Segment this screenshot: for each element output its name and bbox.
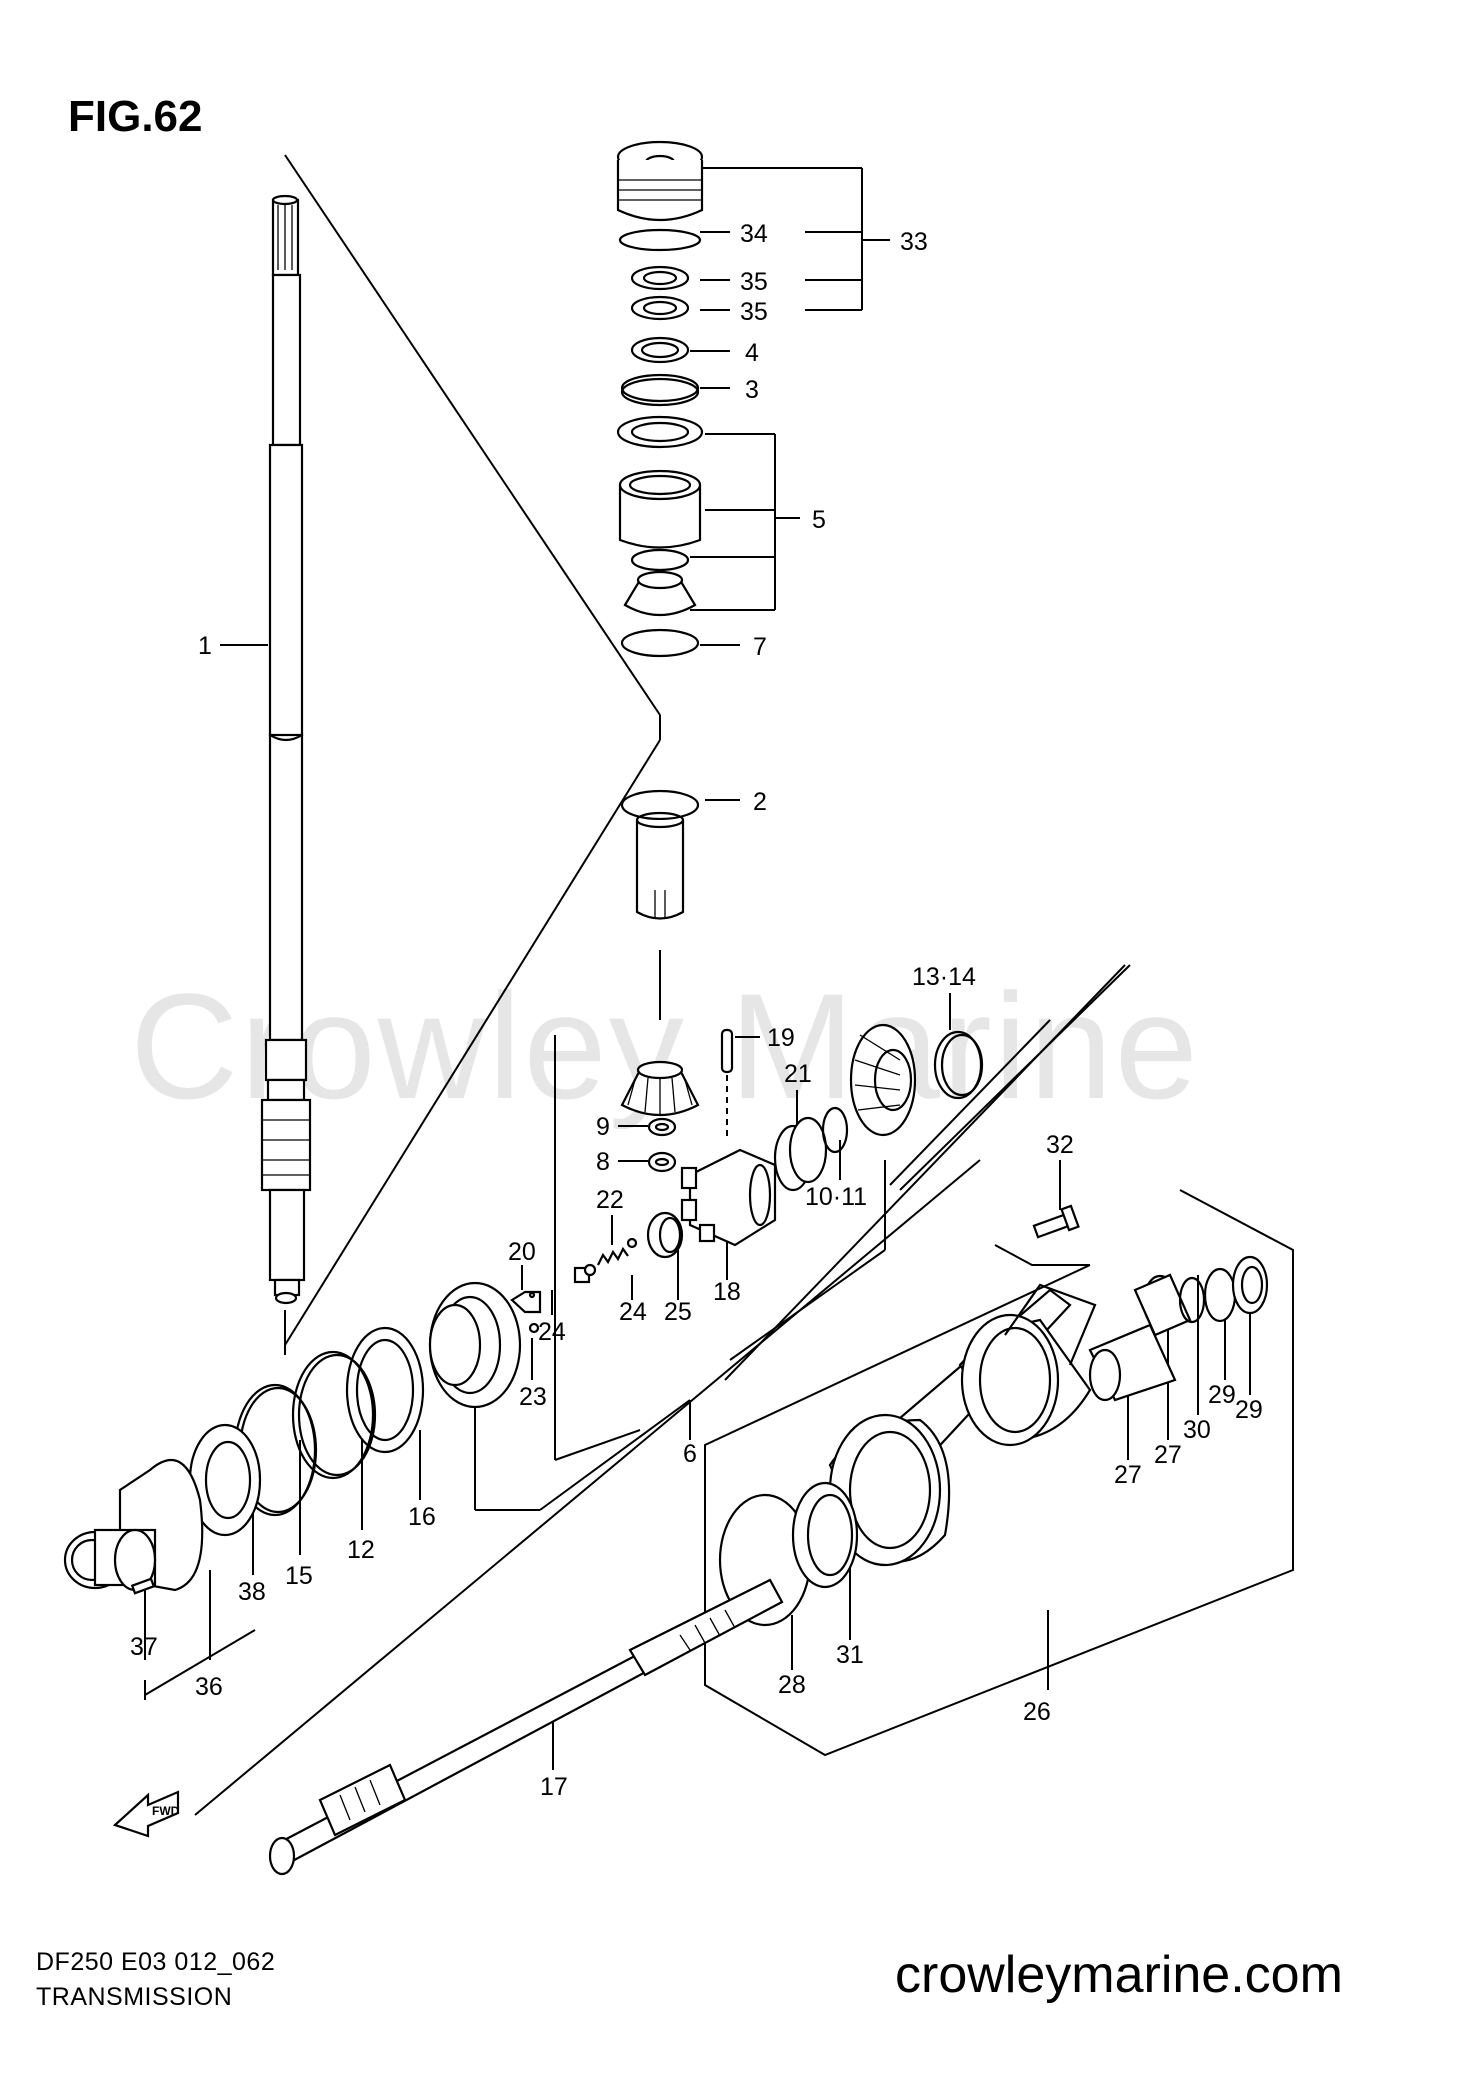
callout-28: 28 <box>778 1671 806 1699</box>
callout-18: 18 <box>713 1278 741 1306</box>
callout-35a: 35 <box>740 268 768 296</box>
reverse-gear <box>428 1281 522 1409</box>
needle-bearing-part-27 <box>1088 1273 1192 1402</box>
callout-labels: 1 2 3 4 5 6 7 8 9 10·11 12 13·14 15 16 1… <box>130 220 1263 1801</box>
callout-26: 26 <box>1023 1698 1051 1726</box>
callout-36: 36 <box>195 1673 223 1701</box>
callout-5: 5 <box>812 506 826 534</box>
seal-parts-29-30 <box>1178 1255 1269 1324</box>
callout-30: 30 <box>1183 1416 1211 1444</box>
callout-24b: 24 <box>619 1298 647 1326</box>
callout-9: 9 <box>596 1113 610 1141</box>
callout-27a: 27 <box>1114 1461 1142 1489</box>
callout-6: 6 <box>683 1440 697 1468</box>
model-code: DF250 E03 012_062 <box>36 1948 276 1976</box>
bearing-part-31 <box>791 1481 859 1589</box>
callout-4: 4 <box>745 339 759 367</box>
callout-13-14: 13·14 <box>912 963 976 991</box>
callout-2: 2 <box>753 788 767 816</box>
bearing-parts-35 <box>630 265 690 321</box>
callout-32: 32 <box>1046 1131 1074 1159</box>
bushing-part-25 <box>646 1211 684 1259</box>
bearing-race-part-4 <box>630 336 690 364</box>
forward-gear <box>849 1023 917 1137</box>
callout-25: 25 <box>664 1298 692 1326</box>
thrust-bearing-part-16 <box>345 1326 425 1454</box>
shim-part-10-11 <box>821 1106 849 1154</box>
callout-15: 15 <box>285 1562 313 1590</box>
callout-29b: 29 <box>1235 1396 1263 1424</box>
leader-lines <box>144 154 1294 1816</box>
callout-3: 3 <box>745 376 759 404</box>
fwd-direction-arrow: FWD <box>112 1790 180 1838</box>
pins-parts-20-24 <box>510 1263 597 1334</box>
circlip-part-7 <box>620 628 700 658</box>
callout-23: 23 <box>519 1383 547 1411</box>
pinion-gear <box>620 1060 700 1117</box>
shim-part-13-14 <box>933 1030 984 1100</box>
callout-34: 34 <box>740 220 768 248</box>
gear-case-part-26 <box>828 1283 1097 1567</box>
nut-part-8 <box>647 1151 677 1173</box>
propeller-shaft-part-17 <box>268 1578 784 1876</box>
bolt-part-32 <box>1032 1204 1080 1239</box>
thrust-part-21 <box>773 1116 828 1192</box>
taper-bearing-set-part-5 <box>616 415 704 616</box>
callout-31: 31 <box>836 1641 864 1669</box>
reverse-housing-part-36 <box>63 1459 204 1595</box>
bearing-housing-part-33 <box>616 140 704 252</box>
callout-21: 21 <box>784 1060 812 1088</box>
callout-19: 19 <box>767 1024 795 1052</box>
callout-20: 20 <box>508 1238 536 1266</box>
callout-24a: 24 <box>538 1318 566 1346</box>
callout-8: 8 <box>596 1148 610 1176</box>
sleeve-part-2 <box>620 789 700 920</box>
callout-7: 7 <box>753 633 767 661</box>
section-title: TRANSMISSION <box>36 1983 233 2011</box>
callout-38: 38 <box>238 1578 266 1606</box>
website-link[interactable]: crowleymarine.com <box>895 1946 1343 2004</box>
clutch-dog-part-18 <box>680 1148 777 1247</box>
callout-10-11: 10·11 <box>805 1183 867 1211</box>
callout-17: 17 <box>540 1773 568 1801</box>
callout-22: 22 <box>596 1186 624 1214</box>
callout-27b: 27 <box>1154 1441 1182 1469</box>
washer-part-9 <box>647 1117 677 1137</box>
callout-33: 33 <box>900 228 928 256</box>
callout-16: 16 <box>408 1503 436 1531</box>
callout-29a: 29 <box>1208 1381 1236 1409</box>
spring-part-22 <box>597 1237 638 1266</box>
callout-1: 1 <box>198 632 212 660</box>
bearing-part-38 <box>188 1423 262 1537</box>
figure-title: FIG.62 <box>68 92 203 141</box>
pin-part-19 <box>720 1028 734 1074</box>
drive-shaft-part-1 <box>260 194 312 1305</box>
callout-37: 37 <box>130 1633 158 1661</box>
callout-12: 12 <box>347 1536 375 1564</box>
fwd-label: FWD <box>152 1804 180 1818</box>
shim-ring-part-3 <box>620 373 700 407</box>
callout-35b: 35 <box>740 298 768 326</box>
shim-part-12 <box>291 1350 377 1480</box>
